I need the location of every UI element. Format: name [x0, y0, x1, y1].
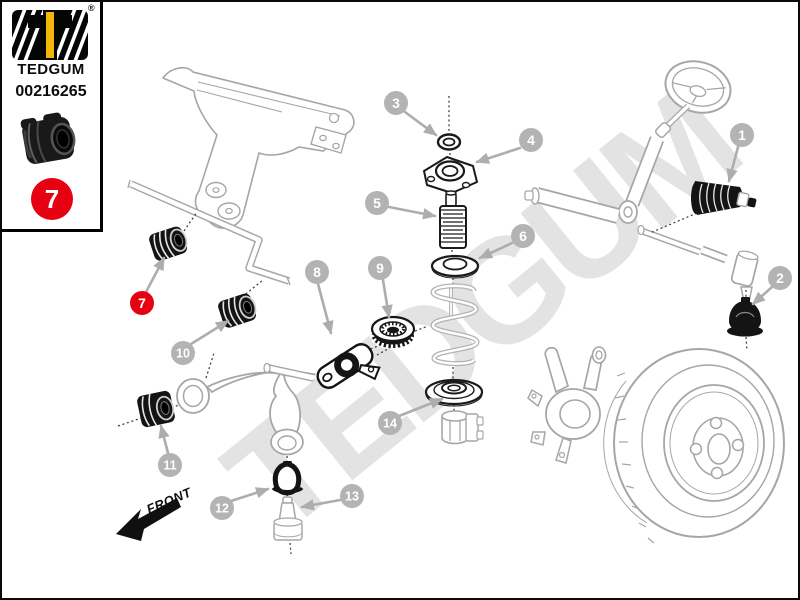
part-number: 00216265 [15, 83, 87, 100]
steering-wheel-drawing [664, 60, 732, 114]
ball-joint-stud-13 [273, 496, 303, 541]
spring-seat-washer-6 [430, 254, 480, 279]
svg-text:1: 1 [738, 127, 746, 143]
wheel-tire-drawing [603, 348, 785, 544]
part-badge-7-highlighted: 7 [130, 291, 154, 315]
strut-bracket-8 [316, 343, 381, 389]
product-photo-bushing [20, 112, 76, 164]
part-badge-8: 8 [305, 260, 329, 284]
part-badge-6: 6 [511, 224, 535, 248]
tie-rod-end-drawing [700, 245, 759, 303]
part-badge-10: 10 [171, 341, 195, 365]
svg-text:8: 8 [313, 264, 321, 280]
part-badge-1: 1 [730, 123, 754, 147]
svg-text:13: 13 [345, 490, 359, 504]
callout-arrows [144, 110, 774, 511]
stabilizer-bar-drawing [127, 179, 291, 286]
svg-text:7: 7 [138, 295, 146, 311]
svg-text:4: 4 [527, 132, 535, 148]
strut-bellows-5 [439, 190, 467, 249]
svg-text:11: 11 [163, 459, 176, 473]
part-badge-9: 9 [368, 256, 392, 280]
svg-text:9: 9 [376, 260, 384, 276]
svg-text:10: 10 [176, 347, 190, 361]
assembly-axis-dotted [183, 211, 198, 232]
brand-name: TEDGUM [17, 61, 85, 78]
part-badge-11: 11 [158, 453, 182, 477]
steering-knuckle-drawing [527, 346, 607, 464]
steering-column-drawing [524, 103, 691, 224]
front-direction-arrow: FRONT [116, 484, 194, 541]
strut-bearing-9 [369, 315, 417, 350]
stabilizer-bushing-10 [218, 293, 257, 328]
panel-highlight-badge: 7 [31, 178, 73, 220]
stabilizer-bushing-7 [149, 226, 188, 261]
svg-text:12: 12 [215, 502, 229, 516]
link-rod-drawing [263, 362, 315, 382]
rack-boot-1 [691, 181, 757, 215]
tedgum-logo-icon [12, 10, 88, 60]
svg-text:2: 2 [776, 270, 784, 286]
svg-text:14: 14 [383, 417, 397, 431]
brand-panel: ® TEDGUM 00216265 7 [2, 2, 103, 232]
part-badge-3: 3 [384, 91, 408, 115]
assembly-axis-dotted [649, 212, 698, 234]
part-badge-5: 5 [365, 191, 389, 215]
inner-tie-rod-drawing [637, 224, 702, 256]
part-badge-13: 13 [340, 484, 364, 508]
coil-spring-drawing [430, 283, 480, 367]
spring-seat-14 [424, 378, 484, 407]
registered-mark: ® [88, 3, 95, 13]
svg-text:6: 6 [519, 228, 527, 244]
part-badge-4: 4 [519, 128, 543, 152]
strut-mount-4 [423, 156, 478, 194]
strut-clamp-drawing [441, 410, 484, 445]
panel-highlight-number: 7 [44, 183, 60, 214]
svg-text:3: 3 [392, 95, 400, 111]
part-badge-12: 12 [210, 496, 234, 520]
svg-text:5: 5 [373, 195, 381, 211]
assembly-axis-dotted [745, 290, 748, 352]
subframe-drawing [161, 66, 355, 229]
assembly-axis-dotted [205, 352, 215, 379]
part-badge-14: 14 [378, 411, 402, 435]
part-badge-2: 2 [768, 266, 792, 290]
ball-joint-boot-12 [271, 461, 304, 496]
tie-rod-end-boot-2 [727, 297, 763, 337]
control-arm-bushing-11 [137, 390, 175, 428]
strut-nut-ring-3 [436, 133, 462, 151]
